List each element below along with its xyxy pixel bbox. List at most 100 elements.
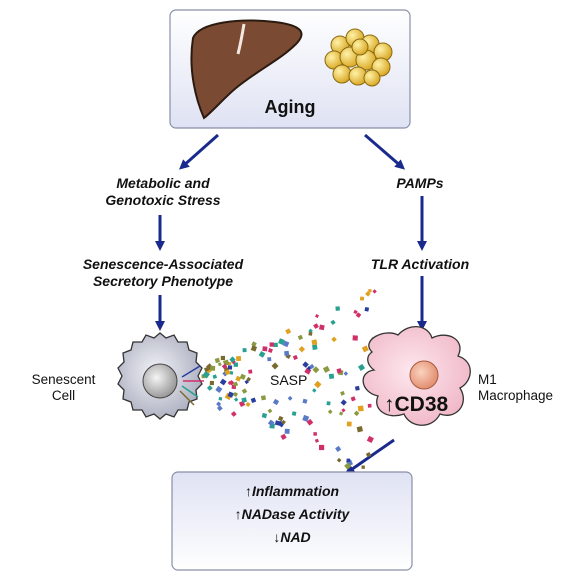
- sasp-particle: [280, 433, 287, 440]
- sasp-particle: [308, 331, 313, 336]
- outcomes-box: [171, 471, 413, 571]
- sasp-particle: [297, 334, 304, 341]
- sasp-particle: [302, 361, 309, 368]
- sasp-particle: [313, 432, 317, 436]
- macrophage-line-1: M1: [478, 372, 497, 387]
- arrow-macrophage-to-outcomes: [344, 438, 395, 475]
- arrow-aging-to-pamps: [364, 133, 406, 170]
- sasp-particles: [201, 289, 377, 470]
- sasp-particle: [344, 462, 352, 470]
- sasp-particle: [232, 391, 239, 397]
- stress-line-1: Metabolic and: [116, 175, 210, 191]
- sasp-particle: [346, 421, 352, 427]
- sasp-particle: [209, 380, 214, 386]
- sasp-particle: [273, 342, 278, 347]
- sasp-particle: [260, 395, 266, 401]
- sasp-particle: [219, 378, 227, 386]
- sasp-particle: [357, 363, 366, 371]
- sasp-particle: [230, 411, 237, 417]
- sasp-particle: [235, 375, 242, 382]
- sasp-label: SASP: [270, 372, 308, 388]
- sasp-particle: [246, 376, 252, 382]
- sasp-particle: [311, 339, 318, 346]
- senescent-line-1: Senescent: [31, 372, 96, 387]
- sasp-particle: [367, 403, 372, 408]
- sasp-particle: [284, 350, 290, 356]
- sasp-particle: [302, 414, 310, 422]
- pamps-label: PAMPs: [396, 175, 444, 191]
- sasp-particle: [216, 401, 222, 407]
- sasp-particle: [312, 344, 318, 350]
- sasp-particle: [291, 411, 297, 416]
- sasp-particle: [336, 368, 342, 374]
- outcomes-list: ↑Inflammation ↑NADase Activity ↓NAD: [172, 480, 412, 549]
- sasp-particle: [267, 408, 273, 414]
- sasp-particle: [361, 465, 365, 469]
- sasp-particle: [271, 362, 279, 370]
- sasp-particle: [359, 296, 365, 301]
- sasp-particle: [214, 357, 221, 364]
- m1-macrophage-label: M1 Macrophage: [478, 372, 553, 404]
- outcome-inflammation: ↑Inflammation: [244, 483, 340, 499]
- sasp-particle: [202, 370, 210, 379]
- sasp-particle: [340, 399, 347, 406]
- sasp-particle: [364, 307, 370, 312]
- sasp-phenotype-label: Senescence-Associated Secretory Phenotyp…: [48, 256, 278, 290]
- sasp-particle: [319, 324, 325, 331]
- sasp-particle: [227, 391, 234, 398]
- senescent-cell-label: Senescent Cell: [16, 372, 111, 404]
- sasp-particle: [216, 405, 223, 412]
- sasp-particle: [232, 381, 239, 387]
- sasp-particle: [312, 388, 317, 393]
- sasp-particle: [292, 354, 298, 361]
- sasp-particle: [306, 418, 314, 426]
- sasp-particle: [274, 420, 281, 426]
- sasp-particle: [250, 345, 258, 352]
- sasp-particle: [356, 426, 363, 433]
- sasp-particle: [206, 385, 213, 391]
- sasp-particle: [346, 458, 350, 463]
- sasp-particle: [352, 335, 358, 341]
- sasp-particle: [366, 435, 374, 444]
- sasp-particle: [298, 346, 306, 353]
- sasp-particle: [355, 312, 362, 318]
- sasp-particle: [287, 395, 293, 401]
- outcome-nadase: ↑NADase Activity: [234, 506, 350, 522]
- sasp-particle: [330, 319, 336, 325]
- sasp-particle: [224, 369, 231, 376]
- sasp-particle: [233, 362, 238, 367]
- macrophage-icon: [362, 326, 471, 426]
- sasp-particle: [327, 409, 333, 415]
- sasp-particle: [244, 379, 249, 385]
- adipose-cluster-icon: [324, 28, 393, 87]
- sasp-particle: [353, 410, 360, 417]
- sasp-particle: [229, 371, 234, 375]
- sasp-particle: [236, 356, 242, 362]
- sasp-particle: [221, 363, 228, 370]
- macrophage-line-2: Macrophage: [478, 388, 554, 403]
- sasp-particle: [241, 388, 248, 394]
- sasp-particle: [285, 328, 292, 335]
- sasp-particle: [218, 362, 222, 367]
- outcome-nad: ↓NAD: [273, 529, 311, 545]
- senescent-cell-icon: [117, 332, 204, 420]
- sasp-particle: [212, 374, 218, 379]
- sasp-particle: [350, 396, 356, 402]
- sasp-particle: [335, 445, 342, 452]
- sasp-particle: [365, 291, 371, 297]
- stress-line-2: Genotoxic Stress: [105, 192, 221, 208]
- sasp-particle: [354, 385, 360, 391]
- sasp-particle: [341, 408, 346, 413]
- sasp-particle: [331, 336, 337, 343]
- sasp-particle: [218, 396, 223, 401]
- sasp-particle: [228, 380, 235, 386]
- sasp-particle: [229, 356, 236, 363]
- tlr-activation-label: TLR Activation: [370, 256, 470, 272]
- sasp-particle: [277, 415, 284, 422]
- liver-icon: [190, 19, 303, 120]
- sasp-particle: [328, 373, 335, 379]
- sasp-particle: [278, 338, 285, 345]
- sasp-particle: [248, 369, 253, 374]
